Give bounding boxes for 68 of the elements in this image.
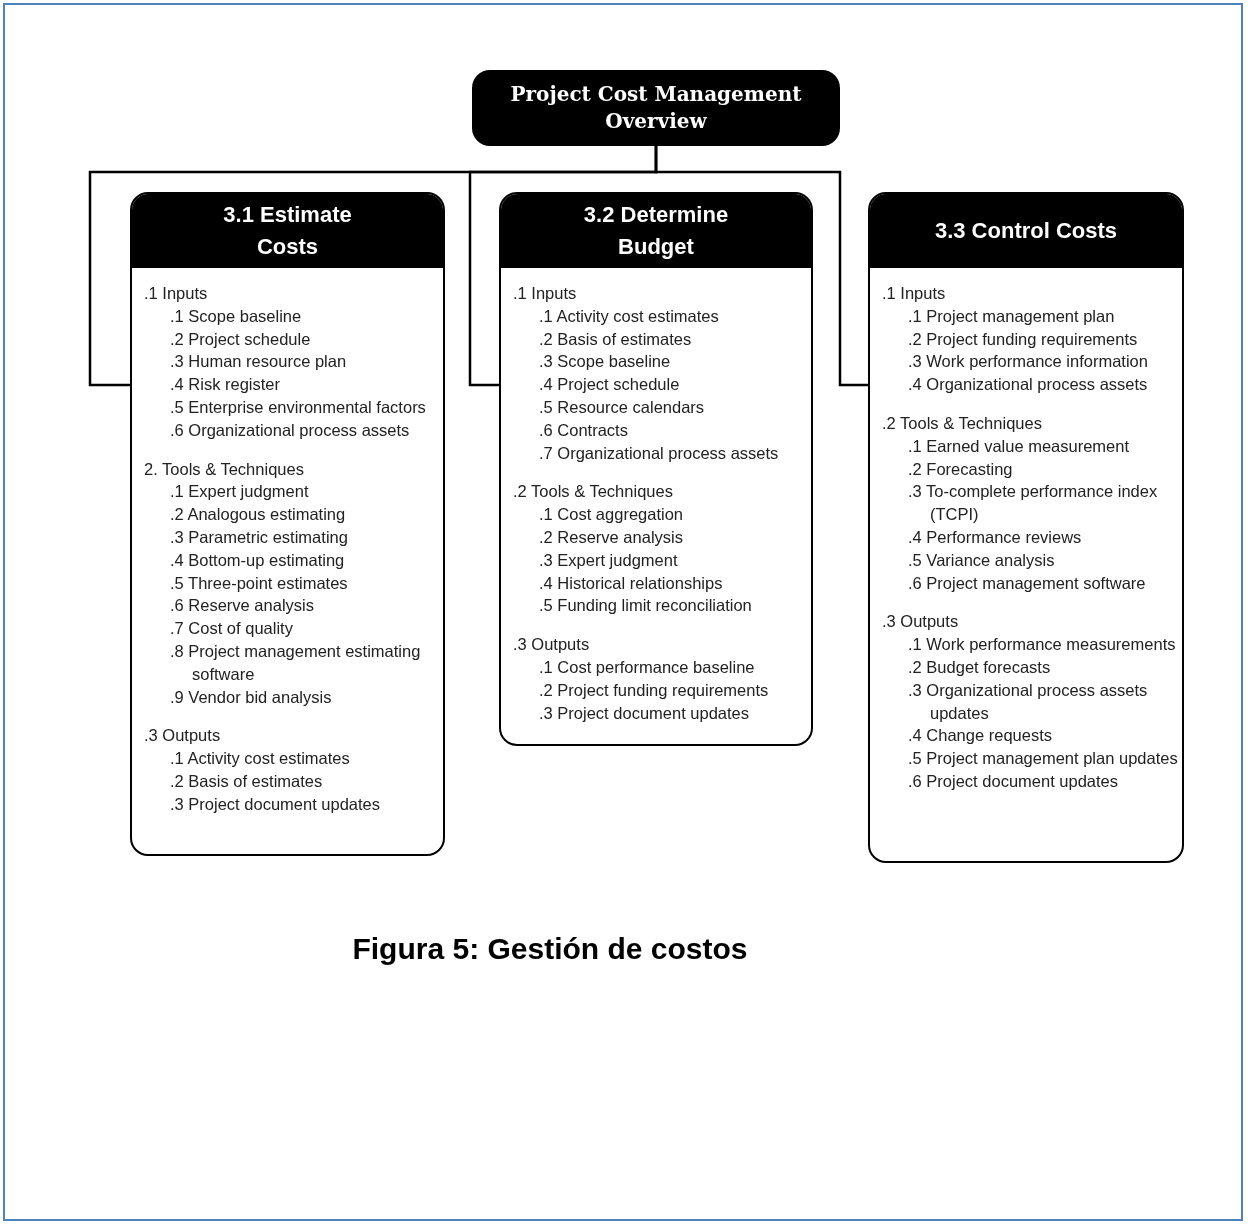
list-item: .4 Risk register <box>169 374 282 396</box>
figure-caption: Figura 5: Gestión de costos <box>351 932 749 966</box>
list-item: .6 Project document updates <box>907 770 1120 792</box>
list-item: .3 Scope baseline <box>538 351 672 373</box>
list-item: .2 Project schedule <box>169 328 312 350</box>
list-item: .3 To-complete performance index (TCPI) <box>907 481 1159 526</box>
overview-title: Project Cost Management Overview <box>509 81 803 135</box>
list-item: .1 Work performance measurements <box>907 634 1177 656</box>
list-item: .2 Basis of estimates <box>538 328 693 350</box>
list-item: .3 Parametric estimating <box>169 526 349 548</box>
list-item: .9 Vendor bid analysis <box>169 686 333 708</box>
list-item: .3 Work performance information <box>907 351 1149 373</box>
section-heading: .3 Outputs <box>881 611 960 633</box>
list-item: .1 Scope baseline <box>169 305 303 327</box>
section-heading: .1 Inputs <box>143 283 209 304</box>
list-item: .8 Project management estimating software <box>169 640 422 685</box>
list-item: .2 Budget forecasts <box>907 656 1052 678</box>
list-item: .2 Project funding requirements <box>907 328 1139 350</box>
process-card <box>130 192 445 856</box>
list-item: .3 Project document updates <box>538 702 751 724</box>
list-item: .4 Bottom-up estimating <box>169 549 346 571</box>
list-item: .3 Expert judgment <box>538 549 679 571</box>
list-item: .1 Activity cost estimates <box>169 748 351 770</box>
list-item: .5 Variance analysis <box>907 549 1056 571</box>
list-item: .1 Cost performance baseline <box>538 656 756 678</box>
list-item: .2 Project funding requirements <box>538 679 770 701</box>
process-title: 3.2 Determine Budget <box>501 194 811 268</box>
list-item: .6 Project management software <box>907 572 1147 594</box>
list-item: .4 Project schedule <box>538 374 681 396</box>
list-item: .2 Forecasting <box>907 458 1014 480</box>
list-item: .4 Organizational process assets <box>907 374 1149 396</box>
list-item: .2 Reserve analysis <box>538 526 684 548</box>
list-item: .3 Human resource plan <box>169 351 348 373</box>
list-item: .1 Expert judgment <box>169 481 310 503</box>
list-item: .1 Project management plan <box>907 305 1116 327</box>
list-item: .1 Activity cost estimates <box>538 305 720 327</box>
section-heading: 2. Tools & Techniques <box>143 458 305 480</box>
list-item: .1 Earned value measurement <box>907 435 1131 457</box>
list-item: .6 Organizational process assets <box>169 419 411 441</box>
list-item: .7 Organizational process assets <box>538 442 780 464</box>
list-item: .3 Project document updates <box>169 793 382 815</box>
list-item: .6 Reserve analysis <box>169 595 315 617</box>
list-item: .4 Historical relationships <box>538 572 724 594</box>
list-item: .5 Funding limit reconciliation <box>538 595 753 617</box>
connector-line <box>654 146 868 387</box>
list-item: .5 Three-point estimates <box>169 572 349 594</box>
list-item: .4 Performance reviews <box>907 526 1083 548</box>
process-title: 3.1 Estimate Costs <box>132 194 443 268</box>
list-item: .5 Resource calendars <box>538 397 706 418</box>
list-item: .2 Basis of estimates <box>169 770 324 792</box>
list-item: .7 Cost of quality <box>169 618 294 640</box>
list-item: .2 Analogous estimating <box>169 504 347 526</box>
list-item: .6 Contracts <box>538 419 629 441</box>
list-item: .5 Enterprise environmental factors <box>169 397 427 418</box>
list-item: .5 Project management plan updates <box>907 748 1179 770</box>
process-title: 3.3 Control Costs <box>870 194 1182 268</box>
section-heading: .2 Tools & Techniques <box>512 481 674 503</box>
section-heading: .3 Outputs <box>512 634 591 656</box>
section-heading: .2 Tools & Techniques <box>881 413 1043 434</box>
section-heading: .1 Inputs <box>881 283 947 304</box>
list-item: .4 Change requests <box>907 725 1053 747</box>
section-heading: .1 Inputs <box>512 283 578 304</box>
process-card <box>499 192 813 746</box>
list-item: .3 Organizational process assets updates <box>907 679 1149 724</box>
overview-box <box>472 70 840 146</box>
section-heading: .3 Outputs <box>143 725 222 747</box>
list-item: .1 Cost aggregation <box>538 504 684 526</box>
process-card <box>868 192 1184 863</box>
